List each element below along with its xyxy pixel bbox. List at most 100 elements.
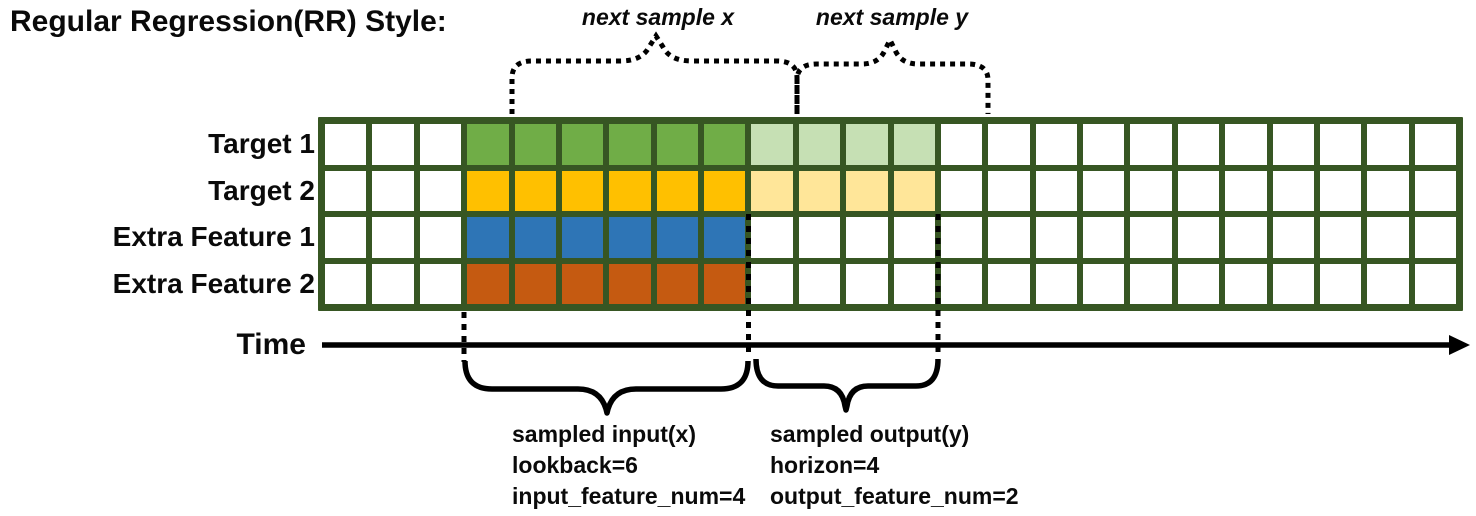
grid-cell bbox=[704, 217, 746, 258]
grid-cell bbox=[1130, 170, 1172, 211]
grid-cell bbox=[514, 217, 556, 258]
grid-cell bbox=[656, 124, 698, 165]
grid-cell bbox=[372, 170, 414, 211]
grid-cell bbox=[561, 170, 604, 211]
grid-cell bbox=[609, 170, 651, 211]
next-sample-x-label: next sample x bbox=[581, 4, 735, 30]
grid-cell bbox=[467, 170, 509, 211]
grid-cell bbox=[1367, 124, 1409, 165]
lookback-value: lookback=6 bbox=[512, 452, 638, 478]
grid-cell bbox=[1130, 124, 1172, 165]
grid-cell bbox=[514, 170, 556, 211]
grid-cell bbox=[751, 263, 793, 304]
grid-cell bbox=[988, 217, 1030, 258]
grid-cell bbox=[704, 263, 746, 304]
grid-cell bbox=[419, 217, 462, 258]
grid-cell bbox=[1177, 263, 1220, 304]
grid-cell bbox=[1367, 170, 1409, 211]
grid-cell bbox=[1414, 217, 1456, 258]
output-feature-num-value: output_feature_num=2 bbox=[770, 483, 1019, 509]
grid-cell bbox=[940, 217, 983, 258]
grid-cell bbox=[940, 170, 983, 211]
grid-cell bbox=[1319, 124, 1362, 165]
grid-cell bbox=[846, 124, 888, 165]
next-sample-x-brace bbox=[509, 31, 800, 114]
grid-cell bbox=[1272, 170, 1314, 211]
grid-cell bbox=[704, 170, 746, 211]
sampled-input-title: sampled input(x) bbox=[512, 421, 697, 447]
grid-cell bbox=[656, 263, 698, 304]
grid-cell bbox=[1367, 217, 1409, 258]
grid-cell bbox=[561, 124, 604, 165]
grid-cell bbox=[1130, 263, 1172, 304]
sampled-output-brace bbox=[753, 358, 941, 413]
grid-cell bbox=[751, 124, 793, 165]
grid-cell bbox=[798, 124, 841, 165]
grid-cell bbox=[1272, 263, 1314, 304]
grid-cell bbox=[704, 124, 746, 165]
grid-cell bbox=[751, 217, 793, 258]
grid-cell bbox=[1367, 263, 1409, 304]
grid-cell bbox=[1272, 124, 1314, 165]
grid-cell bbox=[1272, 217, 1314, 258]
sampled-output-annotation: sampled output(y) horizon=4 output_featu… bbox=[770, 419, 1019, 512]
grid-cell bbox=[656, 217, 698, 258]
sampled-input-brace bbox=[462, 360, 751, 416]
next-sample-y-brace bbox=[794, 34, 991, 114]
grid-cell bbox=[514, 263, 556, 304]
grid-cell bbox=[419, 124, 462, 165]
grid-cell bbox=[798, 263, 841, 304]
sampled-output-title: sampled output(y) bbox=[770, 421, 970, 447]
grid-cell bbox=[893, 170, 935, 211]
grid-cell bbox=[1177, 217, 1220, 258]
grid-cell bbox=[1177, 124, 1220, 165]
grid-cell bbox=[467, 124, 509, 165]
grid-cell bbox=[1035, 170, 1077, 211]
grid-cell bbox=[325, 263, 367, 304]
grid-cell bbox=[1130, 217, 1172, 258]
grid-cell bbox=[325, 170, 367, 211]
grid-cell bbox=[893, 263, 935, 304]
row-label-extra-feature-1: Extra Feature 1 bbox=[112, 221, 315, 252]
page-title: Regular Regression(RR) Style: bbox=[10, 5, 447, 38]
grid-cell bbox=[1319, 263, 1362, 304]
grid-cell bbox=[846, 217, 888, 258]
grid-cell bbox=[561, 217, 604, 258]
grid-cell bbox=[1414, 263, 1456, 304]
grid-cell bbox=[609, 124, 651, 165]
next-sample-y-label: next sample y bbox=[815, 4, 969, 30]
grid-cell bbox=[1083, 263, 1125, 304]
time-axis-label: Time bbox=[236, 328, 306, 361]
grid-cell bbox=[988, 263, 1030, 304]
row-label-extra-feature-2: Extra Feature 2 bbox=[112, 268, 315, 299]
grid-cell bbox=[325, 217, 367, 258]
row-label-target-1: Target 1 bbox=[208, 128, 315, 159]
row-label-target-2: Target 2 bbox=[208, 175, 315, 206]
horizon-value: horizon=4 bbox=[770, 452, 880, 478]
sampled-input-annotation: sampled input(x) lookback=6 input_featur… bbox=[512, 419, 745, 512]
grid-cell bbox=[846, 263, 888, 304]
grid-cell bbox=[467, 217, 509, 258]
grid-cell bbox=[893, 124, 935, 165]
grid-cell bbox=[940, 263, 983, 304]
grid-cell bbox=[1414, 170, 1456, 211]
time-axis-arrowhead bbox=[1449, 335, 1470, 355]
grid-cell bbox=[798, 170, 841, 211]
grid-cell bbox=[751, 170, 793, 211]
grid-cell bbox=[419, 170, 462, 211]
grid-cell bbox=[372, 217, 414, 258]
grid-cell bbox=[1083, 217, 1125, 258]
grid-cell bbox=[1414, 124, 1456, 165]
grid-cell bbox=[656, 170, 698, 211]
grid-cell bbox=[1035, 124, 1077, 165]
grid-cell bbox=[325, 124, 367, 165]
grid-cell bbox=[1319, 170, 1362, 211]
grid-cell bbox=[1035, 217, 1077, 258]
grid-cell bbox=[609, 217, 651, 258]
input-feature-num-value: input_feature_num=4 bbox=[512, 483, 746, 509]
grid-cell bbox=[846, 170, 888, 211]
timeline-grid bbox=[318, 117, 1463, 311]
grid-cell bbox=[372, 124, 414, 165]
grid-cell bbox=[1083, 170, 1125, 211]
